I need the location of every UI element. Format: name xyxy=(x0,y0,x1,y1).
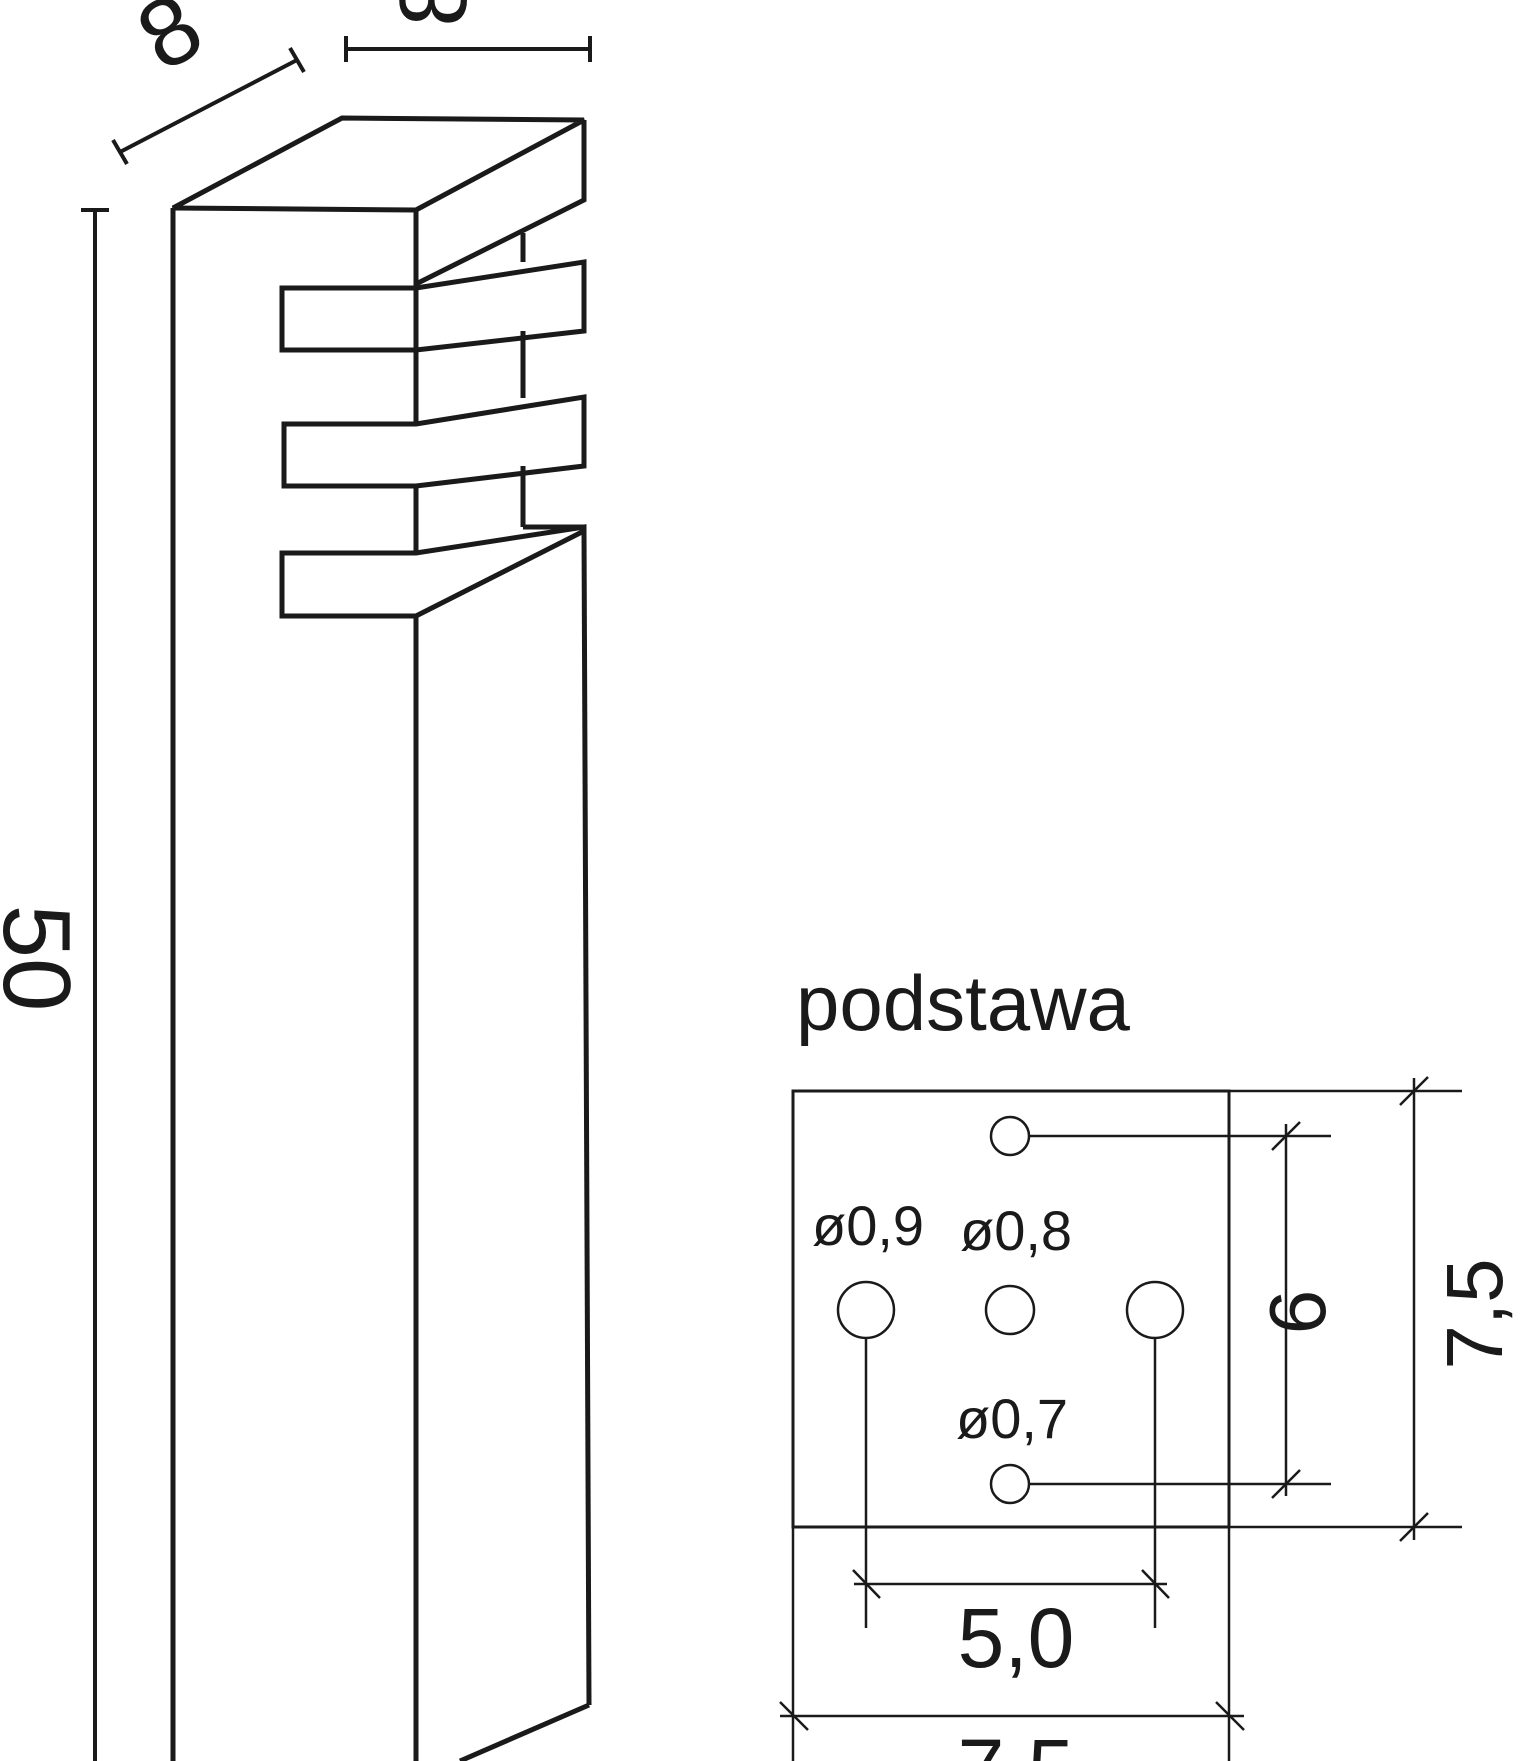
hole-large-diameter-label: ø0,9 xyxy=(812,1194,924,1257)
hole-center-diameter-label: ø0,8 xyxy=(960,1199,1072,1262)
base-plate-drawing xyxy=(779,1076,1462,1761)
base-plate-outline xyxy=(791,1089,1231,1529)
bollard-dimensions xyxy=(81,36,592,1761)
louvre-fin-3 xyxy=(279,524,587,619)
bollard-width-label: 8 xyxy=(380,0,487,27)
hole-vertical-spacing-tick-a xyxy=(1271,1121,1301,1151)
hole-small-diameter-label: ø0,7 xyxy=(956,1387,1068,1450)
hole-horizontal-spacing-label: 5,0 xyxy=(958,1591,1075,1685)
base-plate-title: podstawa xyxy=(796,959,1131,1047)
hole-bottom-small xyxy=(989,1463,1031,1505)
plate-width-label: 7,5 xyxy=(958,1722,1075,1761)
hole-vertical-spacing-tick-b xyxy=(1271,1469,1301,1499)
depth-dimension-tick-a xyxy=(111,138,129,166)
bollard-top-front-edge xyxy=(413,120,587,289)
plate-width-tick-b xyxy=(1215,1701,1245,1731)
bollard-right-edge xyxy=(581,530,592,1706)
hole-vertical-spacing-label: 6 xyxy=(1253,1290,1342,1335)
hole-right-large xyxy=(1125,1280,1185,1340)
hole-horizontal-spacing-tick-a xyxy=(852,1569,881,1599)
louvre-fin-3-edge xyxy=(523,524,587,531)
louvre-fin-2 xyxy=(281,394,587,489)
bollard-drawing xyxy=(170,115,592,1761)
hole-top-small xyxy=(989,1115,1031,1157)
plate-width-tick-a xyxy=(779,1701,809,1731)
depth-dimension-line xyxy=(119,58,298,154)
bollard-height-label: 50 xyxy=(0,905,90,1012)
plate-height-tick-a xyxy=(1399,1076,1429,1106)
depth-dimension-tick-b xyxy=(288,46,306,74)
hole-horizontal-spacing-tick-b xyxy=(1141,1569,1170,1599)
hole-center xyxy=(984,1284,1036,1336)
plate-height-tick-b xyxy=(1399,1512,1429,1542)
hole-left-large xyxy=(836,1280,896,1340)
bollard-depth-label: 8 xyxy=(120,0,220,92)
bollard-bottom-edge xyxy=(459,1702,590,1761)
bollard-top-face xyxy=(171,115,586,213)
plate-height-label: 7,5 xyxy=(1430,1258,1519,1369)
